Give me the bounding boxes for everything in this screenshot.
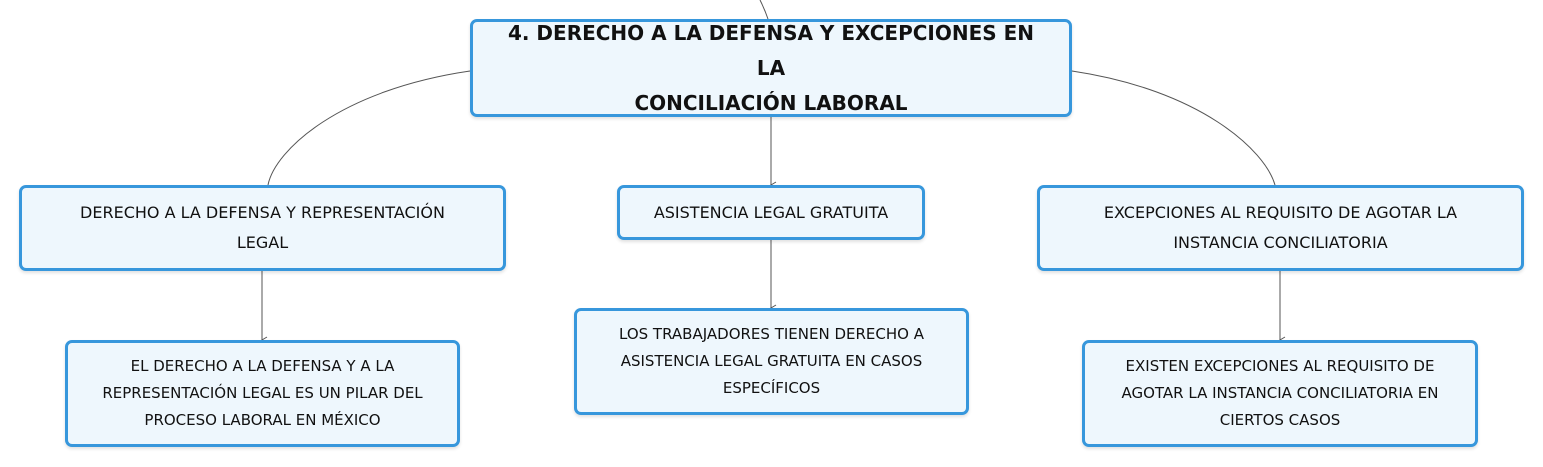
topic-label-line-1: EXCEPCIONES AL REQUISITO DE AGOTAR LA: [1103, 203, 1458, 222]
subtopic-line-2: ASISTENCIA LEGAL GRATUITA EN CASOS: [620, 352, 923, 370]
topic-node-derecho-defensa[interactable]: DERECHO A LA DEFENSA Y REPRESENTACIÓN LE…: [19, 185, 506, 271]
subtopic-line-1: LOS TRABAJADORES TIENEN DERECHO A: [619, 325, 924, 343]
topic-label-line-2: INSTANCIA CONCILIATORIA: [1173, 233, 1388, 252]
subtopic-line-2: AGOTAR LA INSTANCIA CONCILIATORIA EN: [1121, 384, 1439, 402]
topic-label-line-1: ASISTENCIA LEGAL GRATUITA: [653, 202, 889, 222]
subtopic-node-excepciones-detail[interactable]: EXISTEN EXCEPCIONES AL REQUISITO DE AGOT…: [1082, 340, 1478, 447]
root-title-line-2: CONCILIACIÓN LABORAL: [634, 90, 908, 115]
subtopic-node-defensa-detail[interactable]: EL DERECHO A LA DEFENSA Y A LA REPRESENT…: [65, 340, 460, 447]
topic-label: DERECHO A LA DEFENSA Y REPRESENTACIÓN LE…: [80, 198, 445, 258]
connector-parent-to-root: [759, 0, 769, 20]
subtopic-line-1: EL DERECHO A LA DEFENSA Y A LA: [130, 357, 395, 375]
connector-root-to-excepciones: [1071, 70, 1276, 186]
subtopic-line-2: REPRESENTACIÓN LEGAL ES UN PILAR DEL: [102, 384, 423, 402]
subtopic-line-3: PROCESO LABORAL EN MÉXICO: [144, 411, 381, 429]
topic-label-line-1: DERECHO A LA DEFENSA Y REPRESENTACIÓN: [80, 203, 445, 222]
root-title-line-1: 4. DERECHO A LA DEFENSA Y EXCEPCIONES EN…: [507, 20, 1035, 80]
connector-root-to-defensa: [267, 70, 471, 186]
subtopic-text: EXISTEN EXCEPCIONES AL REQUISITO DE AGOT…: [1122, 353, 1439, 434]
root-topic-title: 4. DERECHO A LA DEFENSA Y EXCEPCIONES EN…: [493, 16, 1049, 121]
topic-node-asistencia-legal[interactable]: ASISTENCIA LEGAL GRATUITA: [617, 185, 925, 240]
subtopic-text: EL DERECHO A LA DEFENSA Y A LA REPRESENT…: [102, 353, 422, 434]
topic-label: ASISTENCIA LEGAL GRATUITA: [654, 198, 888, 228]
subtopic-text: LOS TRABAJADORES TIENEN DERECHO A ASISTE…: [619, 321, 924, 402]
topic-node-excepciones[interactable]: EXCEPCIONES AL REQUISITO DE AGOTAR LA IN…: [1037, 185, 1524, 271]
subtopic-line-3: ESPECÍFICOS: [722, 379, 821, 397]
subtopic-line-1: EXISTEN EXCEPCIONES AL REQUISITO DE: [1125, 357, 1435, 375]
subtopic-line-3: CIERTOS CASOS: [1219, 411, 1341, 429]
root-topic-node[interactable]: 4. DERECHO A LA DEFENSA Y EXCEPCIONES EN…: [470, 19, 1072, 117]
subtopic-node-asistencia-detail[interactable]: LOS TRABAJADORES TIENEN DERECHO A ASISTE…: [574, 308, 969, 415]
topic-label-line-2: LEGAL: [236, 233, 289, 252]
topic-label: EXCEPCIONES AL REQUISITO DE AGOTAR LA IN…: [1104, 198, 1457, 258]
